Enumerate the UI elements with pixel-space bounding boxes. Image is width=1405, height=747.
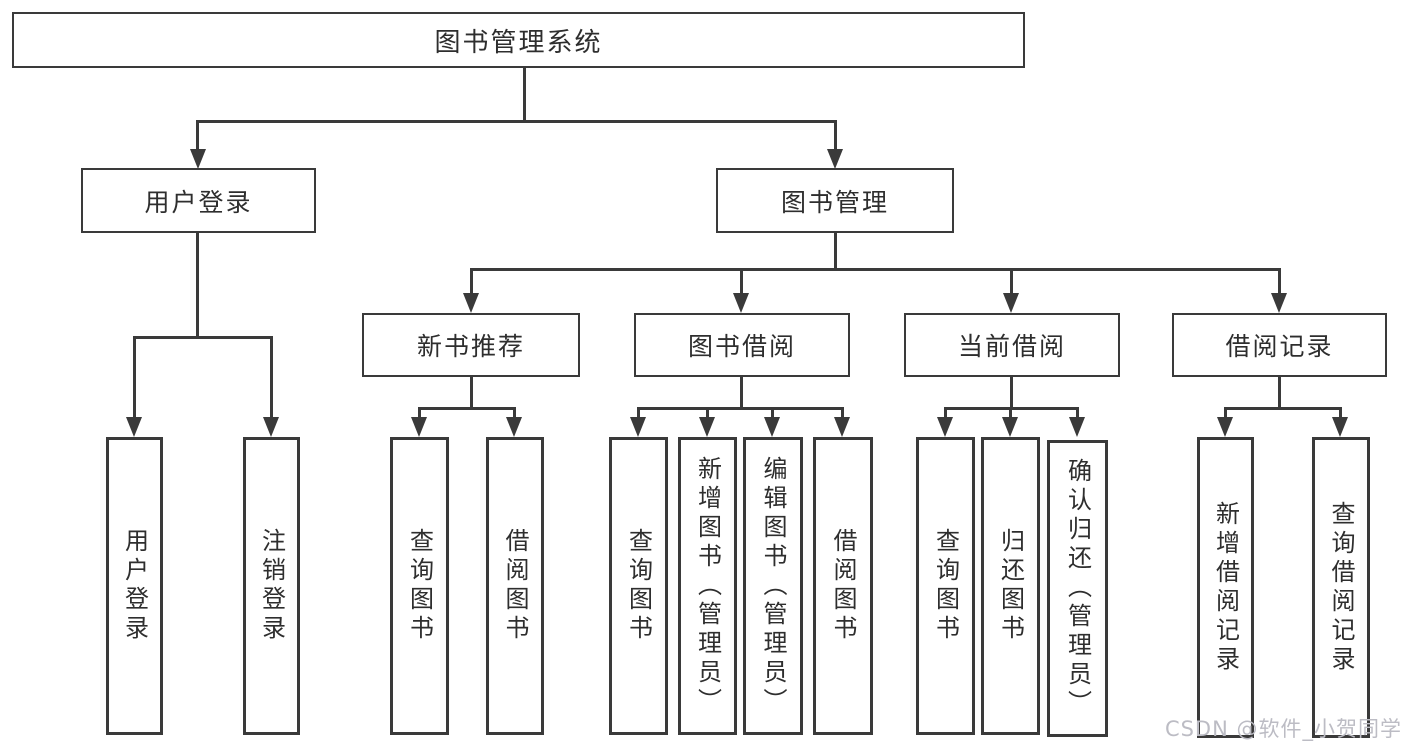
leaf-return-books: 归还图书 bbox=[981, 437, 1040, 735]
connector-line bbox=[418, 407, 421, 420]
arrow-down-icon bbox=[1002, 417, 1018, 437]
watermark: CSDN @软件_小贺同学 bbox=[1164, 717, 1402, 741]
connector-line bbox=[513, 407, 516, 420]
node-library-system: 图书管理系统 bbox=[12, 12, 1025, 68]
connector-line bbox=[1076, 407, 1079, 420]
leaf-query-borrow-record: 查询借阅记录 bbox=[1312, 437, 1370, 738]
connector-line bbox=[196, 233, 199, 338]
arrow-down-icon bbox=[764, 417, 780, 437]
node-label: 借阅记录 bbox=[1225, 332, 1334, 361]
connector-line bbox=[133, 336, 273, 339]
node-label: 图书借阅 bbox=[687, 332, 796, 361]
arrow-down-icon bbox=[827, 149, 843, 169]
connector-line bbox=[1278, 268, 1281, 295]
arrow-down-icon bbox=[834, 417, 850, 437]
connector-line bbox=[637, 407, 640, 420]
node-label: 借阅图书 bbox=[829, 528, 857, 644]
node-current-borrowing: 当前借阅 bbox=[904, 313, 1120, 377]
arrow-down-icon bbox=[463, 293, 479, 313]
connector-line bbox=[470, 268, 473, 295]
leaf-borrow-books-borrow: 借阅图书 bbox=[813, 437, 873, 735]
connector-line bbox=[944, 407, 947, 420]
connector-line bbox=[196, 120, 199, 152]
node-label: 归还图书 bbox=[996, 528, 1025, 644]
leaf-edit-book-admin: 编辑图书（管理员） bbox=[743, 437, 803, 735]
node-label: 图书管理系统 bbox=[434, 27, 603, 58]
arrow-down-icon bbox=[506, 417, 522, 437]
arrow-down-icon bbox=[1271, 293, 1287, 313]
node-label: 查询图书 bbox=[405, 528, 434, 644]
connector-line bbox=[740, 268, 743, 295]
connector-line bbox=[523, 68, 526, 123]
connector-line bbox=[470, 377, 473, 410]
connector-line bbox=[418, 407, 516, 410]
connector-line bbox=[841, 407, 844, 420]
node-label: 注销登录 bbox=[257, 528, 286, 644]
connector-line bbox=[270, 336, 273, 419]
connector-line bbox=[1010, 268, 1013, 295]
arrow-down-icon bbox=[1332, 417, 1348, 437]
connector-line bbox=[771, 407, 774, 420]
node-label: 当前借阅 bbox=[957, 332, 1066, 361]
arrow-down-icon bbox=[126, 417, 142, 437]
leaf-logout: 注销登录 bbox=[243, 437, 300, 735]
arrow-down-icon bbox=[699, 417, 715, 437]
arrow-down-icon bbox=[263, 417, 279, 437]
connector-line bbox=[1339, 407, 1342, 420]
node-label: 编辑图书（管理员） bbox=[759, 455, 787, 717]
connector-line bbox=[1010, 377, 1013, 410]
connector-line bbox=[637, 407, 844, 410]
node-label: 用户登录 bbox=[144, 187, 253, 217]
leaf-borrow-books-recommend: 借阅图书 bbox=[486, 437, 544, 735]
node-borrowing-records: 借阅记录 bbox=[1172, 313, 1387, 377]
connector-line bbox=[740, 377, 743, 410]
leaf-user-login: 用户登录 bbox=[106, 437, 163, 735]
connector-line bbox=[1224, 407, 1342, 410]
connector-line bbox=[196, 120, 837, 123]
connector-line bbox=[834, 120, 837, 152]
arrow-down-icon bbox=[1217, 417, 1233, 437]
node-label: 查询借阅记录 bbox=[1327, 500, 1355, 675]
leaf-add-book-admin: 新增图书（管理员） bbox=[678, 437, 737, 735]
leaf-add-borrow-record: 新增借阅记录 bbox=[1197, 437, 1254, 738]
connector-line bbox=[1278, 377, 1281, 410]
arrow-down-icon bbox=[190, 149, 206, 169]
arrow-down-icon bbox=[411, 417, 427, 437]
node-new-book-recommendation: 新书推荐 bbox=[362, 313, 580, 377]
node-book-borrowing: 图书借阅 bbox=[634, 313, 850, 377]
leaf-query-books-current: 查询图书 bbox=[916, 437, 975, 735]
node-book-management: 图书管理 bbox=[716, 168, 954, 233]
node-user-login: 用户登录 bbox=[81, 168, 316, 233]
connector-line bbox=[834, 233, 837, 271]
leaf-confirm-return-admin: 确认归还（管理员） bbox=[1047, 440, 1108, 737]
node-label: 确认归还（管理员） bbox=[1063, 458, 1092, 719]
node-label: 新书推荐 bbox=[416, 332, 525, 361]
node-label: 新增借阅记录 bbox=[1211, 500, 1240, 675]
connector-line bbox=[1224, 407, 1227, 420]
arrow-down-icon bbox=[1003, 293, 1019, 313]
connector-line bbox=[133, 336, 136, 419]
connector-line bbox=[470, 268, 1280, 271]
node-label: 查询图书 bbox=[931, 528, 960, 644]
node-label: 查询图书 bbox=[624, 528, 653, 644]
leaf-query-books-recommend: 查询图书 bbox=[390, 437, 449, 735]
leaf-query-books-borrow: 查询图书 bbox=[609, 437, 668, 735]
node-label: 用户登录 bbox=[120, 528, 149, 644]
connector-line bbox=[1009, 407, 1012, 420]
arrow-down-icon bbox=[937, 417, 953, 437]
node-label: 借阅图书 bbox=[501, 528, 529, 644]
arrow-down-icon bbox=[630, 417, 646, 437]
node-label: 新增图书（管理员） bbox=[693, 455, 722, 717]
connector-line bbox=[706, 407, 709, 420]
arrow-down-icon bbox=[1069, 417, 1085, 437]
node-label: 图书管理 bbox=[780, 187, 889, 217]
arrow-down-icon bbox=[733, 293, 749, 313]
